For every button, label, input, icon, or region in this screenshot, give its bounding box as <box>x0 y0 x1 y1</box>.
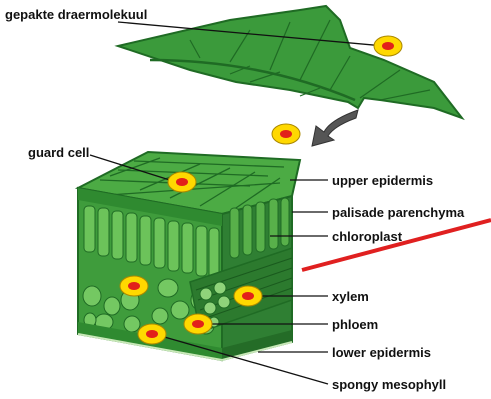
label-palisade-parenchyma: palisade parenchyma <box>332 205 464 220</box>
marker-top-leaf <box>374 36 402 56</box>
label-xylem: xylem <box>332 289 369 304</box>
label-gepakte-draermolekuul: gepakte draermolekuul <box>5 7 147 22</box>
label-chloroplast: chloroplast <box>332 229 402 244</box>
marker-spongy <box>138 324 166 344</box>
marker-arrow <box>272 124 300 144</box>
red-line <box>302 220 491 270</box>
down-arrow-icon <box>312 110 358 146</box>
label-phloem: phloem <box>332 317 378 332</box>
label-lower-epidermis: lower epidermis <box>332 345 431 360</box>
label-guard-cell: guard cell <box>28 145 89 160</box>
label-upper-epidermis: upper epidermis <box>332 173 433 188</box>
marker-xylem <box>234 286 262 306</box>
leaf-blade <box>118 6 462 118</box>
marker-guard-cell <box>168 172 196 192</box>
marker-phloem <box>184 314 212 334</box>
label-spongy-mesophyll: spongy mesophyll <box>332 377 446 392</box>
marker-left-mesophyll <box>120 276 148 296</box>
